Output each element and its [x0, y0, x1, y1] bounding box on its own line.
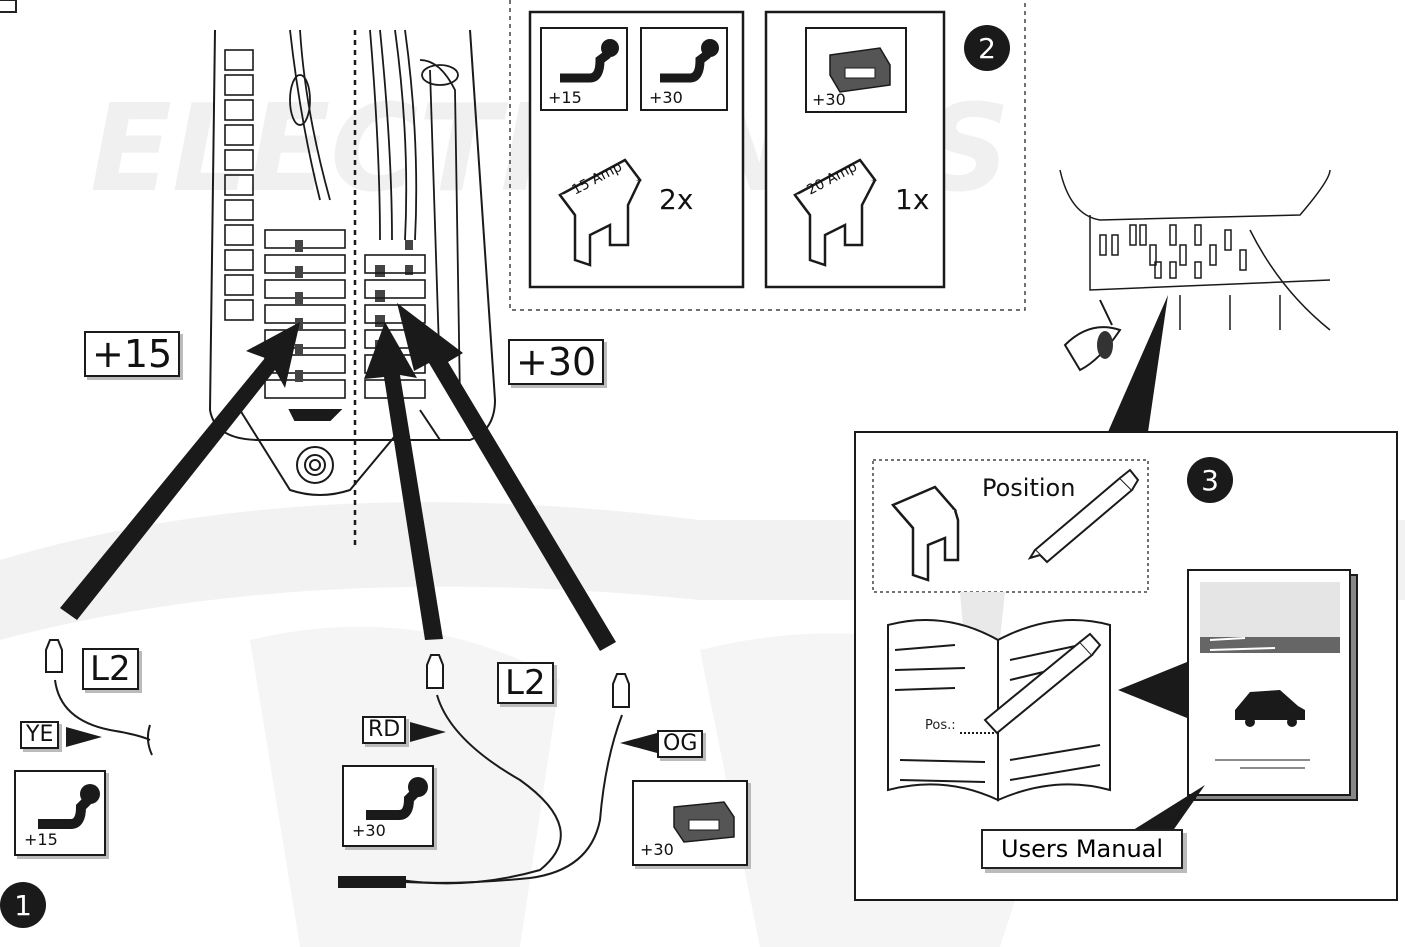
kit-plus30-text: +30: [649, 88, 683, 107]
kit-dashed-frame: [509, 0, 1026, 311]
eye-icon: [1063, 299, 1122, 372]
towbar-icon: [540, 27, 728, 111]
towbar-plus30-tile: +30: [342, 765, 434, 847]
corner-mark-icon: [0, 0, 17, 13]
zoom-pointer: [1108, 295, 1168, 432]
manual-booklet: [1187, 569, 1358, 801]
left-slots: [224, 49, 346, 399]
l2-left-label: L2: [82, 648, 139, 690]
users-manual-label: Users Manual: [981, 829, 1184, 869]
module-icon: [673, 801, 735, 843]
kit-module-text: +30: [812, 90, 846, 109]
fuse-position-icon: [890, 485, 960, 582]
manual-pointer: [1118, 660, 1192, 720]
plus30-label: +30: [508, 339, 605, 385]
pointer-triangles: [66, 722, 657, 753]
wire-sleeve: [338, 876, 406, 888]
tile-module-text: +30: [640, 840, 674, 859]
position-title: Position: [982, 474, 1076, 502]
connector-pins: [45, 639, 630, 708]
module-plus30-tile: +30: [632, 780, 748, 866]
plus15-label: +15: [84, 331, 181, 377]
fuse-20-qty: 1x: [895, 183, 930, 216]
fuse-15-qty: 2x: [659, 183, 694, 216]
og-label: OG: [657, 730, 704, 758]
step-2-badge: 2: [964, 25, 1010, 71]
towbar-icon: [366, 777, 428, 820]
tile-plus30-text: +30: [352, 821, 386, 840]
l2-right-label: L2: [497, 662, 554, 704]
step-1-badge: 1: [0, 882, 46, 928]
rd-label: RD: [362, 716, 407, 744]
ye-label: YE: [20, 721, 60, 749]
tile-plus15-text: +15: [24, 830, 58, 849]
fuse-20amp-icon: [793, 158, 877, 267]
arrows: [60, 303, 616, 651]
pos-field: Pos.:: [925, 718, 956, 733]
pen-icon: [1027, 468, 1140, 564]
fuse-15amp-icon: [558, 158, 642, 267]
step-3-badge: 3: [1187, 457, 1233, 503]
kit-plus15-text: +15: [548, 88, 582, 107]
open-book: [887, 619, 1111, 802]
dashboard-sketch: [1059, 169, 1331, 331]
wires: [54, 679, 623, 885]
towbar-plus15-tile: +15: [14, 770, 106, 856]
module-icon: [805, 27, 907, 113]
book-pen-icon: [983, 632, 1102, 735]
booklet-pointer: [1130, 785, 1205, 832]
towbar-icon: [38, 784, 100, 829]
